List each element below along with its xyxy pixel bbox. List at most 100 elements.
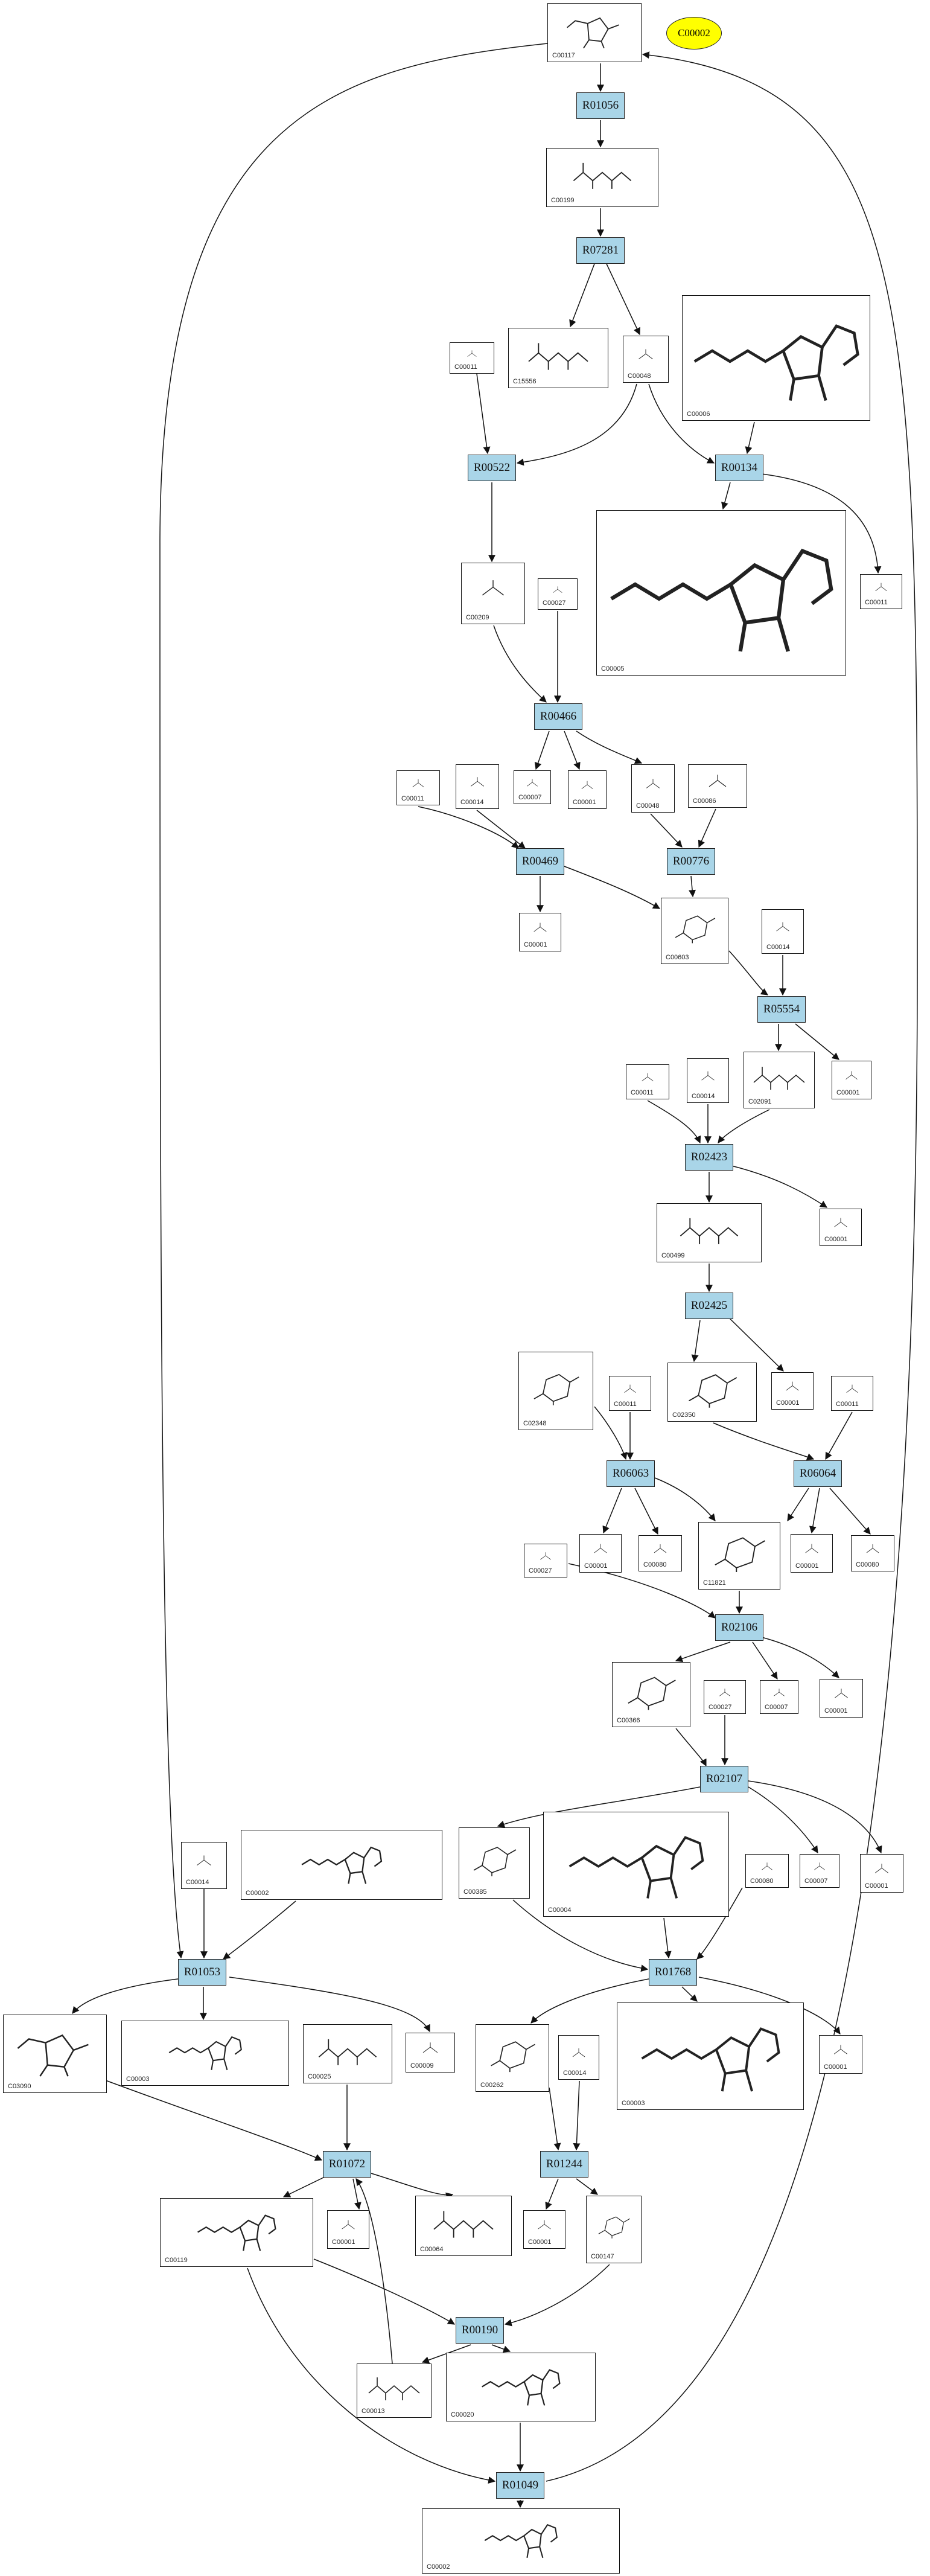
reaction-r02425[interactable]: R02425 [685, 1293, 733, 1319]
compound-c00001-d[interactable]: C00001 [820, 1209, 862, 1246]
compound-c00007-b[interactable]: C00007 [760, 1680, 798, 1714]
compound-c00025[interactable]: C00025 [303, 2024, 392, 2083]
edge-arrow [371, 2173, 454, 2200]
compound-c00001-j[interactable]: C00001 [819, 2035, 862, 2074]
structure-drawing [610, 548, 833, 652]
compound-c00014-b[interactable]: C00014 [762, 909, 804, 954]
reaction-r01056[interactable]: R01056 [576, 92, 625, 119]
compound-c00147[interactable]: C00147 [586, 2196, 642, 2263]
reaction-r01768[interactable]: R01768 [649, 1959, 697, 1986]
compound-c00001-l[interactable]: C00001 [523, 2210, 565, 2249]
reaction-r02107[interactable]: R02107 [700, 1766, 748, 1792]
compound-c00048[interactable]: C00048 [623, 336, 669, 383]
edge-arrow [681, 1986, 698, 2002]
compound-label: C00147 [591, 2253, 614, 2260]
compound-c00080-c[interactable]: C00080 [745, 1854, 789, 1888]
compound-c00117[interactable]: C00117 [547, 3, 642, 62]
compound-c00013[interactable]: C00013 [357, 2363, 432, 2418]
start-node-atp[interactable]: C00002 [666, 17, 722, 50]
compound-c00499[interactable]: C00499 [657, 1203, 762, 1262]
compound-c02091[interactable]: C02091 [744, 1052, 815, 1108]
compound-c00011-d[interactable]: C00011 [626, 1064, 669, 1099]
compound-c00005[interactable]: C00005 [596, 510, 846, 676]
compound-c00001-b[interactable]: C00001 [519, 913, 561, 951]
reaction-r00469[interactable]: R00469 [516, 848, 564, 875]
structure-drawing [301, 1846, 383, 1884]
compound-c00064[interactable]: C00064 [415, 2196, 512, 2256]
compound-c03090[interactable]: C03090 [3, 2015, 107, 2093]
reaction-r01053[interactable]: R01053 [178, 1959, 226, 1986]
reaction-r05554[interactable]: R05554 [757, 996, 806, 1023]
structure-drawing [776, 922, 789, 932]
compound-c02348[interactable]: C02348 [518, 1352, 593, 1430]
compound-c00209[interactable]: C00209 [461, 563, 525, 624]
structure-drawing [814, 1862, 825, 1870]
compound-c00001-c[interactable]: C00001 [832, 1061, 871, 1099]
reaction-r02423[interactable]: R02423 [685, 1144, 733, 1171]
compound-c00002-b[interactable]: C00002 [422, 2508, 620, 2574]
structure-drawing [567, 17, 620, 49]
compound-c00001-h[interactable]: C00001 [820, 1679, 863, 1718]
compound-c00027[interactable]: C00027 [538, 578, 578, 610]
reaction-r06063[interactable]: R06063 [607, 1460, 655, 1487]
compound-c00002-a[interactable]: C00002 [241, 1830, 442, 1900]
compound-c00014-c[interactable]: C00014 [687, 1058, 729, 1103]
compound-c15556[interactable]: C15556 [508, 328, 608, 388]
compound-c00001[interactable]: C00001 [568, 770, 607, 809]
reaction-r01244[interactable]: R01244 [540, 2151, 588, 2178]
compound-c00003-b[interactable]: C00003 [617, 2002, 804, 2110]
edge-arrow [576, 730, 643, 764]
reaction-r07281[interactable]: R07281 [576, 237, 625, 264]
compound-c00080[interactable]: C00080 [639, 1535, 682, 1571]
compound-c00027-b[interactable]: C00027 [524, 1544, 567, 1577]
compound-c00001-e[interactable]: C00001 [771, 1372, 814, 1410]
compound-c00366[interactable]: C00366 [612, 1662, 690, 1727]
compound-c00001-f[interactable]: C00001 [579, 1534, 622, 1573]
compound-c00011[interactable]: C00011 [450, 342, 494, 374]
compound-c00048-b[interactable]: C00048 [631, 764, 675, 813]
reaction-r00134[interactable]: R00134 [715, 455, 763, 481]
compound-c00001-g[interactable]: C00001 [791, 1534, 833, 1573]
compound-c00014[interactable]: C00014 [456, 764, 499, 809]
reaction-r02106[interactable]: R02106 [715, 1614, 763, 1641]
compound-c00001-k[interactable]: C00001 [327, 2210, 369, 2249]
compound-c00020[interactable]: C00020 [446, 2353, 596, 2421]
reaction-r01049[interactable]: R01049 [496, 2472, 544, 2499]
compound-c00004[interactable]: C00004 [543, 1812, 729, 1917]
compound-c00199[interactable]: C00199 [546, 148, 658, 207]
reaction-r01072[interactable]: R01072 [323, 2151, 371, 2178]
edge-arrow [728, 1165, 827, 1208]
structure-drawing [833, 2045, 848, 2054]
reaction-r00522[interactable]: R00522 [468, 455, 516, 481]
compound-c00006[interactable]: C00006 [682, 295, 870, 421]
compound-c00009[interactable]: C00009 [406, 2033, 455, 2073]
reaction-r00190[interactable]: R00190 [456, 2317, 504, 2344]
compound-c00001-i[interactable]: C00001 [860, 1854, 903, 1893]
compound-c00011-f[interactable]: C00011 [831, 1376, 873, 1411]
edge-arrow [223, 1900, 296, 1960]
compound-c00027-c[interactable]: C00027 [704, 1680, 746, 1714]
compound-c00011-e[interactable]: C00011 [609, 1376, 651, 1411]
compound-c00385[interactable]: C00385 [459, 1827, 530, 1899]
edge-arrow [493, 625, 547, 703]
compound-c02350[interactable]: C02350 [667, 1363, 757, 1422]
compound-c00003-a[interactable]: C00003 [121, 2021, 289, 2086]
compound-c00007[interactable]: C00007 [514, 770, 551, 804]
reaction-r00776[interactable]: R00776 [667, 848, 715, 875]
compound-c11821[interactable]: C11821 [698, 1522, 780, 1590]
compound-c00086[interactable]: C00086 [688, 764, 747, 808]
compound-c00119[interactable]: C00119 [160, 2198, 313, 2267]
compound-c00011-c[interactable]: C00011 [397, 770, 440, 805]
compound-c00007-c[interactable]: C00007 [800, 1854, 839, 1888]
compound-c00262[interactable]: C00262 [476, 2024, 549, 2092]
compound-c00603[interactable]: C00603 [661, 898, 728, 964]
compound-c00080-b[interactable]: C00080 [851, 1535, 894, 1571]
compound-label: C00014 [692, 1093, 715, 1100]
compound-c00011-b[interactable]: C00011 [860, 574, 902, 609]
reaction-label: R05554 [763, 1003, 800, 1015]
structure-drawing [834, 1689, 849, 1698]
reaction-r06064[interactable]: R06064 [794, 1460, 842, 1487]
compound-c00014-d[interactable]: C00014 [181, 1842, 227, 1889]
compound-c00014-e[interactable]: C00014 [558, 2035, 599, 2080]
reaction-r00466[interactable]: R00466 [534, 703, 582, 730]
